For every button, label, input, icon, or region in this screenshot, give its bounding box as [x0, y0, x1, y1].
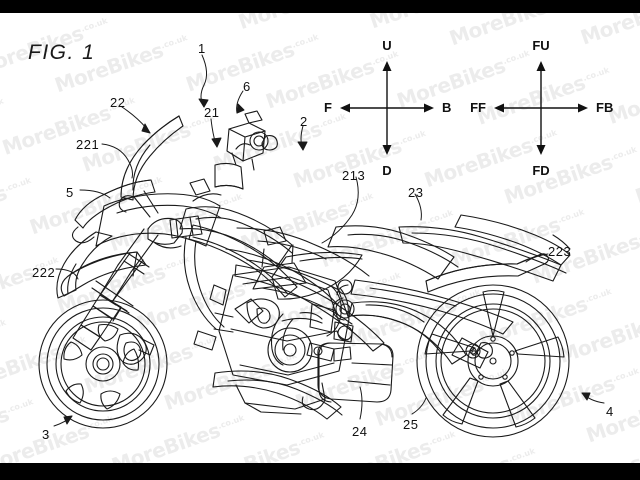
ref-21: 21: [204, 105, 220, 120]
frame-group: [147, 215, 385, 352]
bodywork-group: [56, 115, 571, 420]
axis-vehicle-down-label: D: [382, 163, 392, 178]
ref-221: 221: [76, 137, 100, 152]
sensor-unit-group: [226, 110, 278, 171]
ref-24: 24: [352, 424, 368, 439]
letterbox-bottom: [0, 463, 640, 480]
ref-6: 6: [243, 79, 251, 94]
motorcycle-line-drawing: [38, 54, 605, 438]
ref-25: 25: [403, 417, 419, 432]
ref-22: 22: [110, 95, 126, 110]
axis-frame-right-label: FB: [596, 100, 614, 115]
exhaust-group: [270, 313, 394, 411]
ref-5: 5: [66, 185, 74, 200]
axis-vehicle-left-label: F: [324, 100, 332, 115]
ref-4: 4: [606, 404, 614, 419]
axis-vehicle: [340, 61, 434, 155]
axis-frame-up-label: FU: [532, 38, 550, 53]
ref-222: 222: [32, 265, 56, 280]
ref-2: 2: [300, 114, 308, 129]
ref-3: 3: [42, 427, 50, 442]
drawing-page: MoreBikes.co.ukMoreBikes.co.ukMoreBikes.…: [0, 13, 640, 463]
axis-vehicle-up-label: U: [382, 38, 392, 53]
front-wheel-group: [38, 228, 168, 429]
ref-213: 213: [342, 168, 366, 183]
footpeg-group: [193, 330, 352, 362]
ref-23: 23: [408, 185, 424, 200]
ref-1: 1: [198, 41, 206, 56]
letterbox-top: [0, 0, 640, 13]
rear-wheel-group: [416, 253, 570, 438]
handlebar-group: [118, 178, 222, 218]
axis-frame: [494, 61, 588, 155]
axis-vehicle-right-label: B: [442, 100, 452, 115]
swingarm-group: [332, 279, 493, 369]
leader-lines: [53, 54, 605, 427]
axis-frame-left-label: FF: [470, 100, 486, 115]
axis-frame-down-label: FD: [532, 163, 550, 178]
figure-label: FIG. 1: [28, 41, 96, 64]
ref-223: 223: [548, 244, 572, 259]
